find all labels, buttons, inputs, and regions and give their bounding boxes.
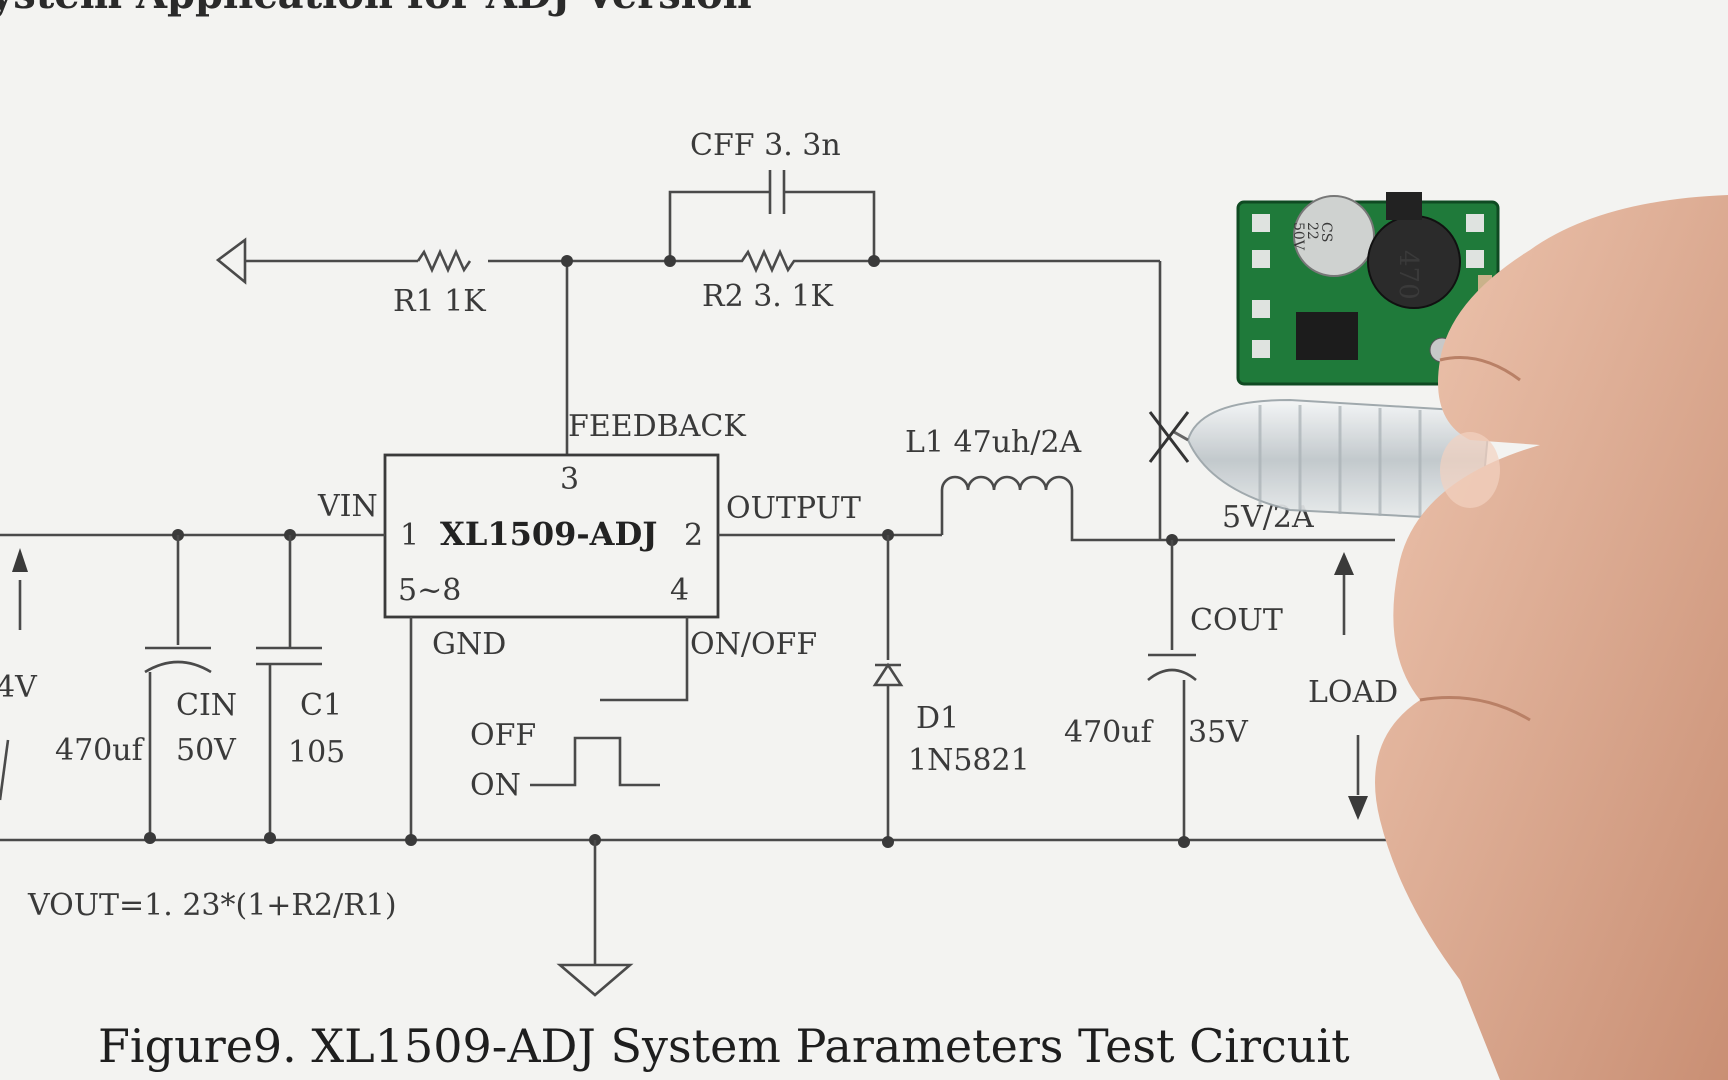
capacitor-cff [768,170,786,214]
ic-name: XL1509-ADJ [440,515,657,553]
hand [1375,195,1728,1080]
ic-pin1: 1 [400,518,419,553]
switch-off: OFF [470,718,536,753]
buck-module-pcb: CS 22 50V 470 [1236,192,1500,386]
cin-voltage: 50V [176,733,237,768]
switch-on: ON [470,768,521,803]
cout-value: 470uf [1064,715,1154,750]
diode-d1 [872,535,904,840]
ic-pin58: 5~8 [398,573,461,608]
resistor-r2 [670,248,1160,274]
figure-caption: Figure9. XL1509-ADJ System Parameters Te… [98,1019,1350,1073]
ground-symbol [556,840,634,997]
cout-name: COUT [1190,603,1283,638]
ref-triangle-left [215,237,247,285]
ic-pin2: 2 [684,518,703,553]
formula: VOUT=1. 23*(1+R2/R1) [27,888,397,923]
cap-text-3: 50V [1290,222,1306,251]
cin-name: CIN [176,688,237,723]
cap-text-1: CS [1318,222,1334,242]
r2-label: R2 3. 1K [702,279,833,314]
c1-value: 105 [288,735,345,770]
vin-label: VIN [317,489,378,524]
ic-pin4: 4 [670,573,689,608]
page-heading: ystem Application for ADJ Version [0,0,752,18]
ic-chip [1296,312,1358,360]
cap-text-2: 22 [1304,222,1320,240]
resistor-r1 [416,248,472,274]
d1-part: 1N5821 [908,743,1030,778]
gnd-label: GND [432,627,506,662]
cin-value: 470uf [55,733,145,768]
vin-side-label: 4V [0,670,38,705]
onoff-wire [600,617,689,702]
ic-pin3: 3 [560,462,579,497]
on-off-pulse [530,736,660,787]
capacitor-can [1293,195,1375,277]
inductor-l1 [940,475,1395,542]
cout-voltage: 35V [1188,715,1249,750]
capacitor-c1 [256,535,322,835]
cff-label: CFF 3. 3n [690,128,841,163]
input-network [0,529,385,835]
output-network [718,475,1395,840]
feedback-network [215,170,1162,540]
output-label: OUTPUT [726,491,861,526]
c1-name: C1 [300,688,342,723]
l1-label: L1 47uh/2A [905,425,1082,460]
capacitor-cout [1147,540,1197,840]
capacitor-cin [144,535,212,835]
r1-label: R1 1K [393,284,486,319]
onoff-label: ON/OFF [690,627,817,662]
inductor-text: 470 [1393,250,1423,300]
load-label: LOAD [1308,675,1398,710]
d1-name: D1 [916,701,959,736]
feedback-label: FEEDBACK [568,409,746,444]
